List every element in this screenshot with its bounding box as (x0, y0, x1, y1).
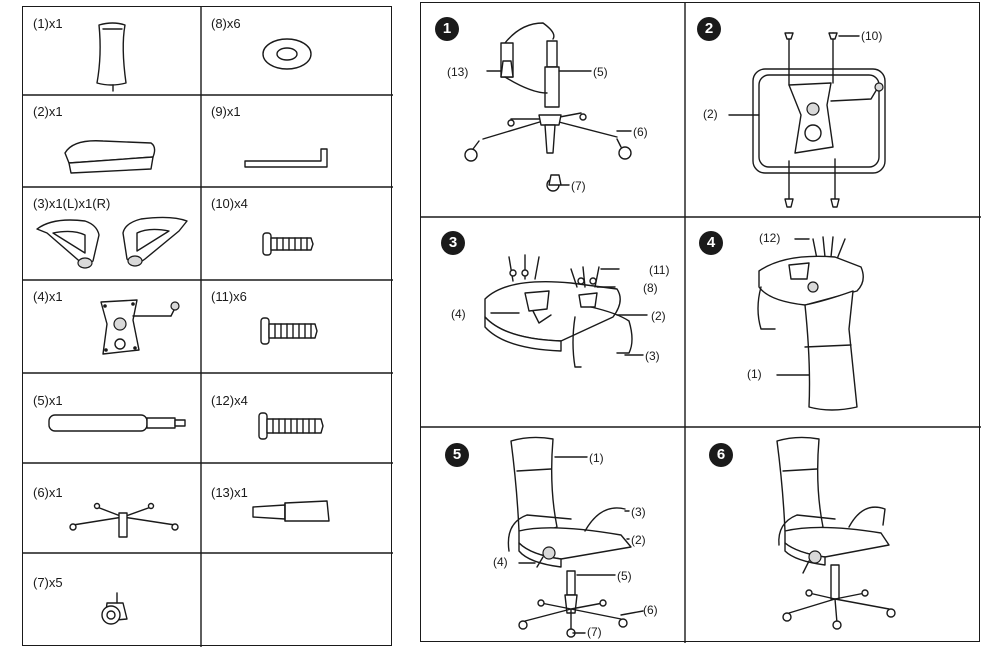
step-number-1: 1 (435, 17, 459, 41)
step-number-2: 2 (697, 17, 721, 41)
seat-cushion-icon (64, 140, 156, 174)
part-label: (3)x1(L)x1(R) (33, 196, 111, 211)
step-6: 6 (685, 427, 981, 643)
step-number-3: 3 (441, 231, 465, 255)
step-3-callout: (4) (451, 307, 466, 321)
step-3-drawing (484, 254, 648, 368)
part-cell-6: (6)x1 (23, 463, 201, 553)
step-4: 4 (12) (1) (685, 217, 981, 427)
step-1-callout: (13) (447, 65, 469, 79)
step-1-drawing (464, 22, 632, 192)
caster-wheel-icon (101, 592, 128, 625)
step-5: 5 (1) (3) (2) (421, 427, 685, 643)
parts-grid-lines (23, 7, 393, 647)
step-2-callout: (2) (703, 107, 718, 121)
step-3-callout: (11) (649, 263, 670, 277)
step-5-callout: (1) (589, 451, 604, 465)
part-cell-12: (12)x4 (201, 373, 393, 463)
step-5-callout: (2) (631, 533, 646, 547)
step-3: 3 (11) (8) (4) (2) (3) (421, 217, 685, 427)
part-cell-13: (13)x1 (201, 463, 393, 553)
step-4-callout: (1) (747, 367, 762, 381)
part-label: (13)x1 (211, 485, 248, 500)
step-number-6: 6 (709, 443, 733, 467)
step-3-callout: (2) (651, 309, 666, 323)
step-2-callout: (10) (861, 29, 883, 43)
step-5-callout: (3) (631, 505, 646, 519)
part-label: (2)x1 (33, 104, 63, 119)
step-1: 1 (13) (5) (6) (7) (421, 3, 685, 217)
step-number-5: 5 (445, 443, 469, 467)
step-number-4: 4 (699, 231, 723, 255)
step-4-drawing (757, 236, 864, 411)
part-label: (8)x6 (211, 16, 241, 31)
star-base-icon (69, 502, 179, 538)
step-2-drawing (728, 32, 886, 208)
step-1-callout: (6) (633, 125, 648, 139)
step-5-callout: (5) (617, 569, 632, 583)
washer-icon (262, 38, 312, 70)
bolt-long-icon (258, 412, 324, 440)
parts-list-panel: (1)x1 (8)x6 (2)x1 (9)x1 (3)x1(L)x1(R) (22, 6, 393, 647)
step-5-callout: (7) (587, 625, 602, 639)
part-label: (12)x4 (211, 393, 248, 408)
allen-key-icon (244, 148, 328, 168)
part-cell-empty (201, 553, 393, 647)
step-3-callout: (8) (643, 281, 658, 295)
bolt-short-icon (262, 232, 314, 256)
part-cell-5: (5)x1 (23, 373, 201, 463)
step-5-drawing (507, 436, 644, 638)
part-cell-2: (2)x1 (23, 95, 201, 187)
part-label: (11)x6 (211, 289, 247, 304)
part-label: (1)x1 (33, 16, 63, 31)
step-1-callout: (5) (593, 65, 608, 79)
step-5-callout: (6) (643, 603, 658, 617)
part-cell-10: (10)x4 (201, 187, 393, 280)
part-cell-1: (1)x1 (23, 7, 201, 95)
step-6-drawing (776, 436, 896, 630)
gas-cylinder-icon (48, 414, 186, 432)
steps-grid-lines (421, 3, 981, 643)
part-label: (4)x1 (33, 289, 63, 304)
step-5-callout: (4) (493, 555, 508, 569)
seat-mechanism-icon (100, 299, 180, 355)
part-cell-9: (9)x1 (201, 95, 393, 187)
bolt-medium-icon (260, 317, 318, 345)
backrest-icon (96, 22, 127, 92)
part-label: (5)x1 (33, 393, 63, 408)
part-cell-7: (7)x5 (23, 553, 201, 647)
part-label: (10)x4 (211, 196, 248, 211)
part-label: (9)x1 (211, 104, 241, 119)
part-label: (6)x1 (33, 485, 63, 500)
cylinder-cover-icon (252, 500, 330, 522)
step-1-callout: (7) (571, 179, 586, 193)
step-4-callout: (12) (759, 231, 781, 245)
armrests-icon (36, 216, 188, 269)
part-label: (7)x5 (33, 575, 63, 590)
step-3-callout: (3) (645, 349, 660, 363)
part-cell-3: (3)x1(L)x1(R) (23, 187, 201, 280)
part-cell-8: (8)x6 (201, 7, 393, 95)
part-cell-11: (11)x6 (201, 280, 393, 373)
step-2: 2 (10) (2) (685, 3, 981, 217)
part-cell-4: (4)x1 (23, 280, 201, 373)
assembly-steps-panel: 1 (13) (5) (6) (7) 2 (420, 2, 981, 643)
